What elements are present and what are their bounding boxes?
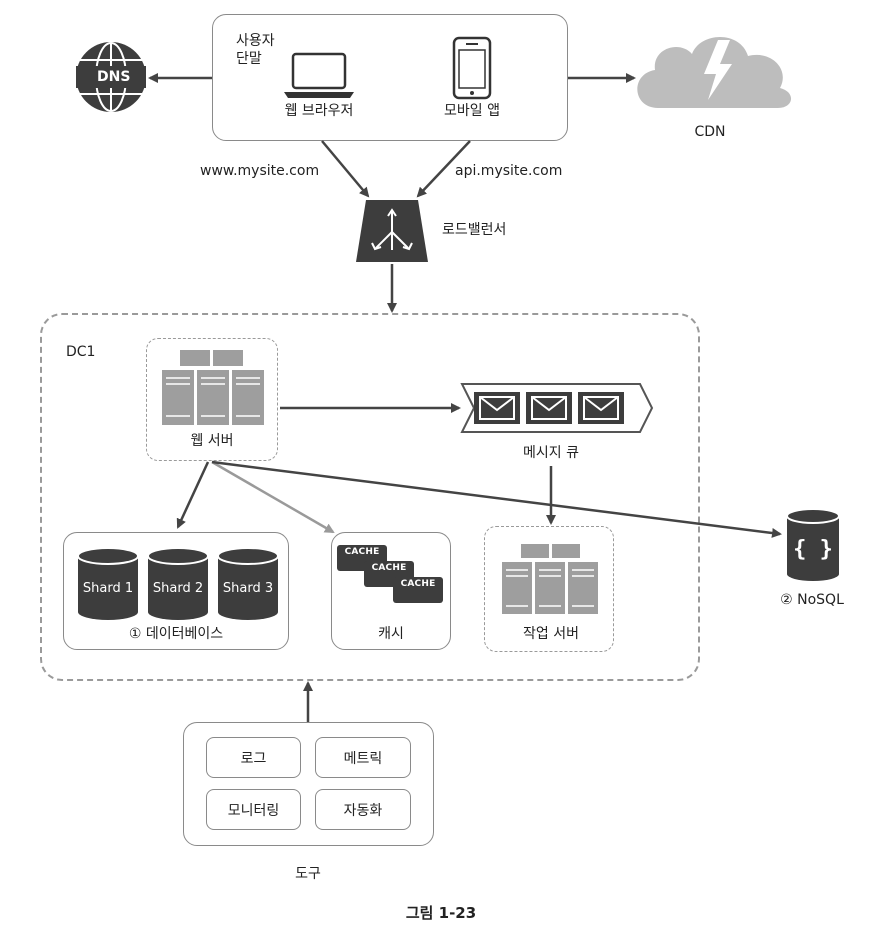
cache-tile: CACHE: [393, 577, 443, 603]
shard-label: Shard 1: [82, 581, 134, 596]
worker-server-rack-icon: [502, 544, 598, 614]
cdn-cloud-icon: [637, 37, 792, 108]
api-domain-label: api.mysite.com: [455, 163, 563, 179]
connection-arrows: [148, 73, 782, 722]
dns-label: DNS: [97, 69, 131, 85]
datacenter-dc1: [40, 313, 700, 681]
tool-metrics: 메트릭: [315, 737, 411, 778]
client-device-group: [212, 14, 568, 141]
arrow-mobile-to-lb: [416, 140, 471, 198]
client-device-title: 사용자 단말: [236, 33, 275, 68]
database-cylinders-icon: [77, 547, 279, 620]
arrow-web-to-db: [176, 461, 210, 529]
figure-caption: 그림 1-23: [405, 904, 477, 922]
mobile-phone-icon: [452, 36, 492, 100]
datacenter-label: DC1: [66, 344, 96, 360]
tool-monitoring: 모니터링: [206, 789, 301, 830]
tool-automation: 자동화: [315, 789, 411, 830]
web-server-label: 웹 서버: [190, 433, 234, 449]
arrow-browser-to-lb: [321, 140, 370, 198]
web-server-rack-icon: [162, 350, 264, 425]
nosql-database-icon: { }: [786, 508, 840, 581]
tool-logs: 로그: [206, 737, 301, 778]
load-balancer-icon: [356, 200, 428, 262]
web-browser-label: 웹 브라우저: [284, 103, 354, 119]
laptop-icon: [284, 52, 354, 98]
web-domain-label: www.mysite.com: [200, 163, 320, 179]
cdn-label: CDN: [694, 124, 726, 140]
arrow-web-to-cache: [211, 460, 335, 534]
worker-server-label: 작업 서버: [523, 626, 579, 642]
shard-label: Shard 2: [152, 581, 204, 596]
dns-globe-icon: [76, 42, 146, 112]
tools-label: 도구: [295, 866, 321, 882]
shard-label: Shard 3: [222, 581, 274, 596]
cache-label: 캐시: [378, 626, 404, 642]
message-queue-icon: [460, 383, 654, 433]
arrow-web-to-nosql: [211, 460, 782, 538]
mobile-app-label: 모바일 앱: [444, 103, 500, 119]
message-queue-label: 메시지 큐: [523, 445, 579, 461]
svg-text:{ }: { }: [793, 537, 833, 562]
database-label: ① 데이터베이스: [128, 626, 224, 642]
nosql-label: ② NoSQL: [780, 592, 844, 608]
load-balancer-label: 로드밸런서: [442, 222, 507, 238]
